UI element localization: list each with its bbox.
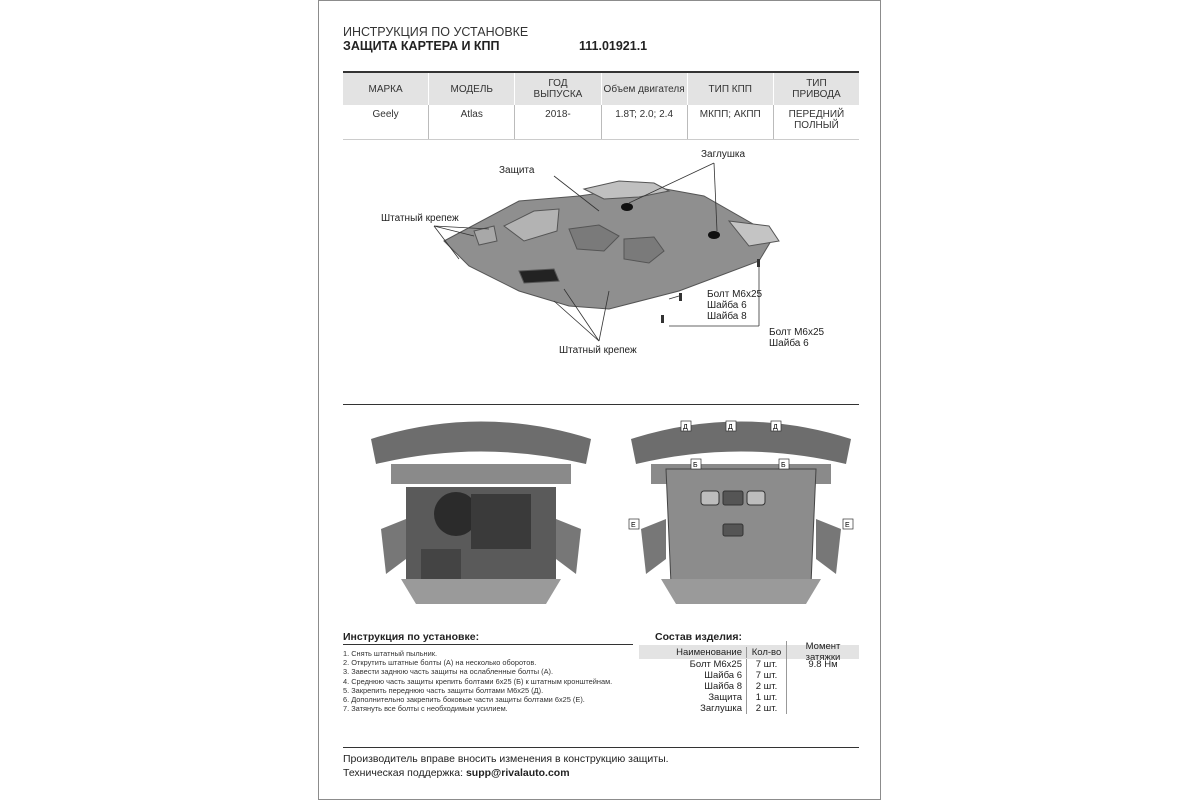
composition-table: Наименование Кол-во Момент затяжки Болт … <box>639 641 859 714</box>
divider <box>343 404 859 405</box>
composition-header-name: Наименование <box>676 646 742 658</box>
spec-value-cell: 1.8T; 2.0; 2.4 <box>600 105 687 139</box>
composition-title: Состав изделия: <box>655 631 742 643</box>
marker-d: Д <box>728 424 733 431</box>
spec-header-cell: ТИП КПП <box>686 73 773 105</box>
composition-name: Защита <box>708 692 742 703</box>
spec-value-cell: ПЕРЕДНИЙ ПОЛНЫЙ <box>772 105 859 139</box>
instruction-step: 5. Закрепить переднюю часть защиты болта… <box>343 685 544 695</box>
skid-plate-drawing: Защита Заглушка Штатный крепеж Штатный к… <box>381 149 780 356</box>
spec-header-cell: Объем двигателя <box>600 73 687 105</box>
composition-row: Защита 1 шт. <box>639 692 859 703</box>
composition-qty: 2 шт. <box>746 703 786 714</box>
composition-name: Болт М6х25 <box>689 659 742 670</box>
spec-header-cell: ГОД ВЫПУСКА <box>514 73 600 105</box>
spec-header-row: МАРКА МОДЕЛЬ ГОД ВЫПУСКА Объем двигателя… <box>343 71 859 105</box>
footer-support: Техническая поддержка: supp@rivalauto.co… <box>343 767 570 779</box>
instruction-step: 3. Завести заднюю часть защиты на ослабл… <box>343 667 554 677</box>
label-bolt-group-1: Болт М6х25 Шайба 6 Шайба 8 <box>707 289 763 322</box>
marker-b: Б <box>693 462 698 469</box>
label-bolt-group-2: Болт М6х25 Шайба 6 <box>769 327 825 349</box>
underside-photo-before <box>371 421 591 604</box>
composition-qty: 2 шт. <box>746 681 786 692</box>
composition-torque: 9.8 Нм <box>786 659 859 670</box>
spec-value-cell: Atlas <box>428 105 514 139</box>
composition-row: Заглушка 2 шт. <box>639 703 859 714</box>
composition-name: Шайба 8 <box>704 681 742 692</box>
document-title: ИНСТРУКЦИЯ ПО УСТАНОВКЕ <box>343 25 529 39</box>
composition-row: Шайба 6 7 шт. <box>639 670 859 681</box>
spec-value-cell: МКПП; АКПП <box>686 105 773 139</box>
instruction-step: 2. Открутить штатные болты (А) на нескол… <box>343 658 537 668</box>
spec-header-cell: МОДЕЛЬ <box>428 73 514 105</box>
spec-header-cell: ТИП ПРИВОДА <box>772 73 859 105</box>
composition-row: Болт М6х25 7 шт. 9.8 Нм <box>639 659 859 670</box>
composition-torque <box>786 681 859 692</box>
composition-header-row: Наименование Кол-во Момент затяжки <box>639 641 859 663</box>
support-label: Техническая поддержка: <box>343 767 466 779</box>
label-shtatny-top: Штатный крепеж <box>381 213 459 224</box>
part-number: 111.01921.1 <box>579 39 648 53</box>
instruction-sheet: ИНСТРУКЦИЯ ПО УСТАНОВКЕ ЗАЩИТА КАРТЕРА И… <box>318 0 881 800</box>
underside-photo-after: Д Д Д Б Б Е Е <box>628 420 854 604</box>
marker-d: Д <box>773 424 778 431</box>
divider <box>343 747 859 748</box>
composition-name: Заглушка <box>700 703 742 714</box>
marker-d: Д <box>683 424 688 431</box>
marker-b: Б <box>781 462 786 469</box>
instructions-list: 1. Снять штатный пыльник. 2. Открутить ш… <box>343 649 628 713</box>
composition-torque <box>786 670 859 681</box>
composition-qty: 7 шт. <box>746 670 786 681</box>
composition-header-torque: Момент затяжки <box>786 641 859 663</box>
document-subtitle: ЗАЩИТА КАРТЕРА И КПП <box>343 39 500 53</box>
instructions-title: Инструкция по установке: <box>343 631 480 643</box>
composition-qty: 7 шт. <box>746 659 786 670</box>
composition-qty: 1 шт. <box>746 692 786 703</box>
spec-value-row: Geely Atlas 2018- 1.8T; 2.0; 2.4 МКПП; А… <box>343 105 859 140</box>
marker-e: Е <box>845 522 850 529</box>
instruction-step: 4. Среднюю часть защиты крепить болтами … <box>343 676 613 686</box>
label-shtatny-bottom: Штатный крепеж <box>559 345 637 356</box>
composition-header-qty: Кол-во <box>746 646 786 658</box>
composition-torque <box>786 692 859 703</box>
spec-value-cell: 2018- <box>514 105 600 139</box>
instruction-step: 7. Затянуть все болты с необходимым усил… <box>343 704 508 714</box>
label-zaschita: Защита <box>499 165 535 176</box>
composition-torque <box>786 703 859 714</box>
spec-table: МАРКА МОДЕЛЬ ГОД ВЫПУСКА Объем двигателя… <box>343 71 859 140</box>
instruction-step: 6. Дополнительно закрепить боковые части… <box>343 695 585 705</box>
composition-row: Шайба 8 2 шт. <box>639 681 859 692</box>
label-zaglushka: Заглушка <box>701 149 745 160</box>
footer-note: Производитель вправе вносить изменения в… <box>343 753 669 765</box>
spec-value-cell: Geely <box>372 109 399 120</box>
divider <box>343 644 633 645</box>
spec-header-cell: МАРКА <box>368 83 403 95</box>
composition-name: Шайба 6 <box>704 670 742 681</box>
instruction-step: 1. Снять штатный пыльник. <box>343 649 438 658</box>
marker-e: Е <box>631 522 636 529</box>
support-email-link[interactable]: supp@rivalauto.com <box>465 767 570 779</box>
